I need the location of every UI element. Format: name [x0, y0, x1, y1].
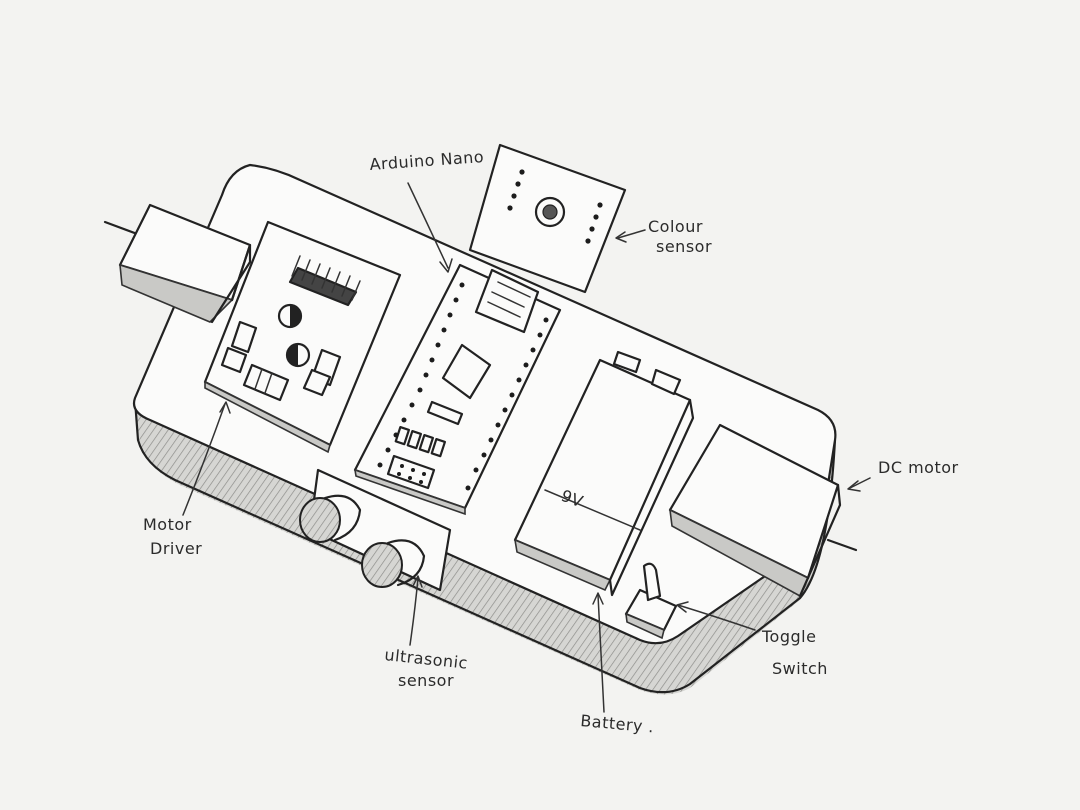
colour-sensor-board: [468, 143, 627, 294]
dc-motor-right: [668, 423, 858, 598]
ultrasonic-sensor: [299, 468, 452, 592]
toggle-switch: [624, 562, 678, 640]
left-motor: [103, 203, 252, 324]
battery-9v: 9V: [513, 350, 695, 597]
label-motor-driver-line2: Driver: [150, 539, 202, 558]
label-toggle-line2: Switch: [772, 659, 828, 678]
label-colour-sensor-line1: Colour: [648, 217, 703, 236]
label-arduino-nano: Arduino Nano: [369, 147, 485, 174]
label-motor-driver-line1: Motor: [143, 515, 192, 534]
arduino-nano-board: [353, 263, 562, 516]
label-ultrasonic-line2: sensor: [398, 671, 454, 690]
motor-driver-board: [203, 220, 402, 454]
label-toggle-line1: Toggle: [761, 627, 816, 646]
label-battery: Battery .: [580, 711, 655, 736]
label-dc-motor: DC motor: [878, 458, 959, 477]
leader-lines: [182, 182, 871, 713]
label-colour-sensor-line2: sensor: [656, 237, 712, 256]
label-ultrasonic-line1: ultrasonic: [384, 645, 469, 673]
